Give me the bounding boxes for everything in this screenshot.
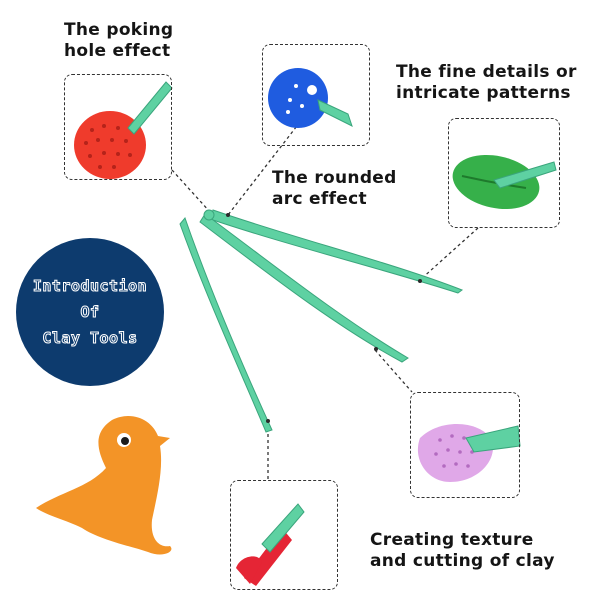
title-line: Clay Tools: [42, 329, 138, 348]
details-frame: [448, 118, 560, 228]
tool-short: [179, 217, 273, 433]
clay-tools: [179, 209, 464, 433]
arc-frame: [262, 44, 370, 146]
fine-details-thumbnail: [452, 154, 557, 210]
texture-thumbnail: [417, 423, 521, 482]
cutting-thumbnail: [236, 503, 305, 586]
leader-details: [419, 227, 479, 281]
title-line: Of: [80, 303, 100, 322]
tool-long: [209, 209, 464, 294]
tool-middle: [199, 213, 409, 363]
cutting-frame: [230, 480, 338, 590]
poking-hole-thumbnail: [74, 81, 173, 179]
leader-arc: [227, 121, 301, 216]
title-circle: Introduction Of Clay Tools: [16, 238, 164, 386]
texture-frame: [410, 392, 520, 498]
title-line: Introduction: [32, 277, 148, 296]
arc-effect-thumbnail: [268, 68, 353, 128]
leader-poking: [171, 169, 211, 213]
clay-bird-illustration: [36, 415, 172, 555]
poking-frame: [64, 74, 172, 180]
